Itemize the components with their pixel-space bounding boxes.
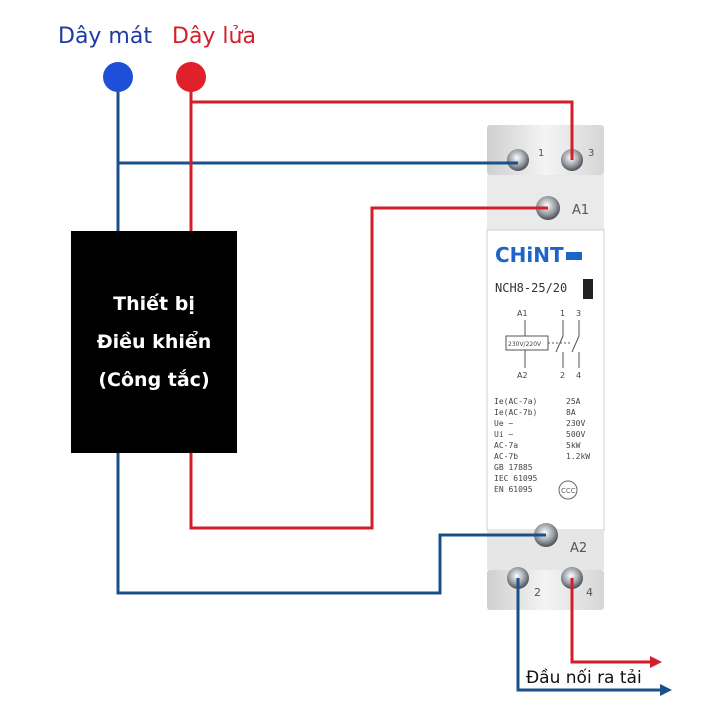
live-wire-label: Dây lửa bbox=[172, 24, 256, 49]
schematic-1: 1 bbox=[560, 309, 565, 318]
controller-line-3: (Công tắc) bbox=[98, 369, 210, 391]
spec-value: 500V bbox=[566, 430, 585, 439]
live-source-dot bbox=[176, 62, 206, 92]
spec-value: 5kW bbox=[566, 441, 581, 450]
neutral-wires bbox=[116, 80, 660, 692]
ccc-mark bbox=[558, 480, 578, 500]
spec-value: 25A bbox=[566, 397, 581, 406]
contactor-device: 1 3 A1 A2 2 4 CHiNT NCH8-25/20 A1 1 3 23… bbox=[486, 125, 605, 610]
spec-key: AC-7b bbox=[494, 452, 518, 461]
terminal-4-output bbox=[570, 578, 650, 664]
brand-logo: CHiNT bbox=[495, 243, 564, 267]
ccc-text: CCC bbox=[561, 487, 576, 495]
spec-key: IEC 61095 bbox=[494, 474, 538, 483]
schematic-coil-text: 230V/220V bbox=[508, 341, 542, 348]
spec-table: Ie(AC-7a) 25A Ie(AC-7b) 8A Ue ~ 230V Ui ~ 500V A… bbox=[494, 397, 590, 494]
load-output-label: Đầu nối ra tải bbox=[526, 668, 642, 688]
terminal-4-label: 4 bbox=[586, 586, 593, 599]
controller-to-a2 bbox=[116, 453, 546, 595]
schematic-a2: A2 bbox=[517, 371, 528, 380]
terminal-2-output bbox=[516, 578, 660, 692]
terminal-1-label: 1 bbox=[538, 148, 544, 159]
neutral-output-arrow bbox=[660, 684, 672, 696]
spec-value: 8A bbox=[566, 408, 576, 417]
model-number: NCH8-25/20 bbox=[495, 281, 567, 295]
brand-stripe bbox=[566, 252, 582, 260]
terminal-a2-label: A2 bbox=[570, 541, 587, 556]
neutral-source-dot bbox=[103, 62, 133, 92]
controller-switch-box: Thiết bị Điều khiển (Công tắc) bbox=[71, 231, 237, 453]
status-window bbox=[583, 279, 593, 299]
terminal-a1-label: A1 bbox=[572, 203, 589, 218]
spec-key: Ui ~ bbox=[494, 430, 513, 439]
schematic-2: 2 bbox=[560, 371, 565, 380]
contactor-top-block bbox=[487, 125, 604, 175]
neutral-wire-label: Dây mát bbox=[58, 24, 152, 49]
controller-to-a1 bbox=[189, 206, 548, 530]
live-output-arrow bbox=[650, 656, 662, 668]
spec-key: Ue ~ bbox=[494, 419, 513, 428]
schematic-3: 3 bbox=[576, 309, 581, 318]
spec-key: Ie(AC-7b) bbox=[494, 408, 537, 417]
controller-line-1: Thiết bị bbox=[113, 293, 195, 315]
spec-value: 1.2kW bbox=[566, 452, 590, 461]
schematic-4: 4 bbox=[576, 371, 581, 380]
terminal-2-label: 2 bbox=[534, 586, 541, 599]
spec-key: Ie(AC-7a) bbox=[494, 397, 537, 406]
terminal-3-label: 3 bbox=[588, 148, 594, 159]
spec-key: GB 17885 bbox=[494, 463, 533, 472]
schematic-a1: A1 bbox=[517, 309, 528, 318]
spec-key: EN 61095 bbox=[494, 485, 533, 494]
spec-value: 230V bbox=[566, 419, 585, 428]
terminal-1-screw bbox=[507, 149, 529, 171]
spec-key: AC-7a bbox=[494, 441, 518, 450]
controller-line-2: Điều khiển bbox=[96, 331, 212, 353]
